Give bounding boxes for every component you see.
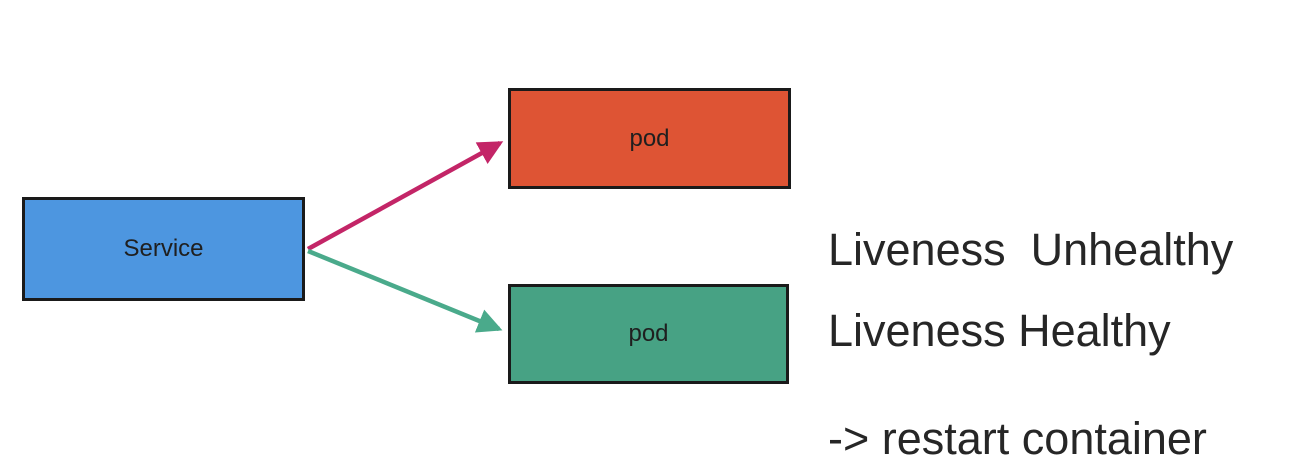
service-to-unhealthy-pod-arrow — [306, 141, 504, 251]
unhealthy-pod-node-label: pod — [629, 124, 670, 152]
service-to-healthy-pod-arrow — [307, 248, 503, 333]
service-node: Service — [22, 197, 305, 301]
unhealthy-annotation-line2: -> restart container — [828, 413, 1207, 464]
healthy-pod-node: pod — [508, 284, 789, 384]
healthy-annotation: Liveness Healthy — [828, 305, 1171, 356]
service-node-label: Service — [123, 235, 204, 262]
unhealthy-pod-node: pod — [508, 88, 791, 189]
unhealthy-annotation: Liveness Unhealthy -> restart container — [828, 92, 1233, 472]
unhealthy-annotation-line1: Liveness Unhealthy — [828, 224, 1234, 275]
healthy-pod-node-label: pod — [628, 320, 669, 347]
